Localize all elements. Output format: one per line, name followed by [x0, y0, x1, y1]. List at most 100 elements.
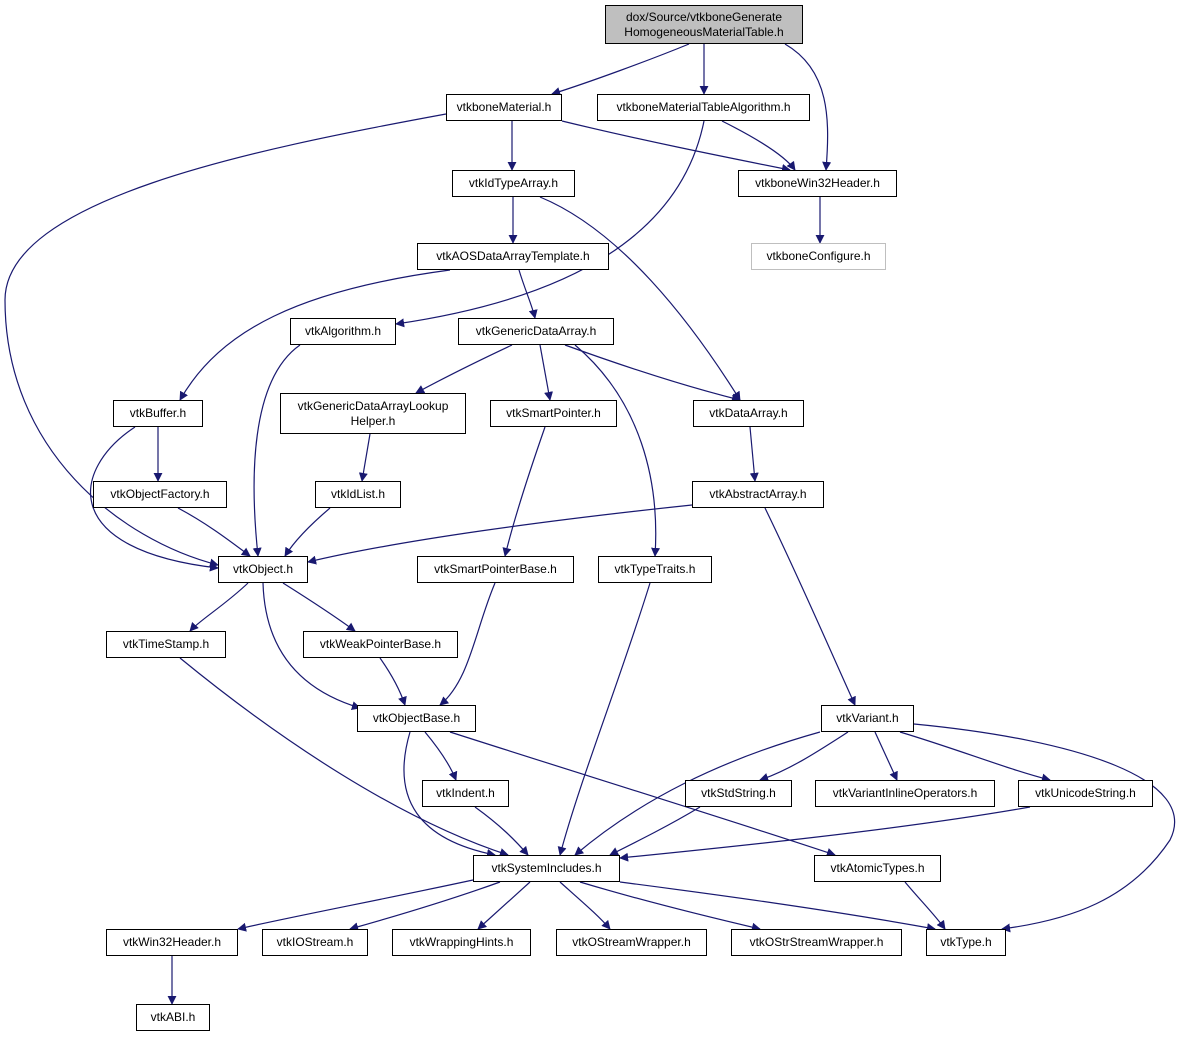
- edge-vtkTimeStamp-to-vtkSystemIncludes: [179, 657, 509, 857]
- node-label: vtkSmartPointerBase.h: [434, 562, 557, 576]
- node-vtkUnicodeString[interactable]: vtkUnicodeString.h: [1018, 780, 1153, 807]
- edge-vtkGenericDataArray-to-vtkTypeTraits: [574, 344, 661, 557]
- node-vtkObject[interactable]: vtkObject.h: [218, 556, 308, 583]
- node-vtkboneWin32Header[interactable]: vtkboneWin32Header.h: [738, 170, 897, 197]
- edge-vtkAbstractArray-to-vtkObject: [307, 504, 693, 565]
- edge-vtkObjectFactory-to-vtkObject: [177, 507, 251, 557]
- node-vtkAOSDataArrayTemplate[interactable]: vtkAOSDataArrayTemplate.h: [417, 243, 609, 270]
- edge-vtkObject-to-vtkWeakPointerBase: [282, 582, 356, 632]
- node-vtkVariant[interactable]: vtkVariant.h: [821, 705, 914, 732]
- node-vtkIdList[interactable]: vtkIdList.h: [315, 481, 401, 508]
- node-vtkVariantInlineOperators[interactable]: vtkVariantInlineOperators.h: [815, 780, 995, 807]
- node-vtkSmartPointer[interactable]: vtkSmartPointer.h: [490, 400, 617, 427]
- edge-vtkSmartPointer-to-vtkSmartPointerBase: [502, 426, 546, 557]
- node-label: vtkUnicodeString.h: [1035, 786, 1136, 800]
- edge-vtkWeakPointerBase-to-vtkObjectBase: [379, 657, 407, 706]
- node-vtkboneConfigure: vtkboneConfigure.h: [751, 243, 886, 270]
- edge-vtkGenericDataArray-to-vtkDataArray: [564, 344, 741, 403]
- node-label: vtkIOStream.h: [276, 935, 354, 949]
- edge-vtkSystemIncludes-to-vtkOStreamWrapper: [559, 881, 611, 930]
- node-label: vtkOStrStreamWrapper.h: [749, 935, 884, 949]
- edge-vtkAlgorithm-to-vtkObject: [252, 344, 301, 557]
- node-vtkBuffer[interactable]: vtkBuffer.h: [113, 400, 203, 427]
- node-label: vtkObjectBase.h: [372, 711, 461, 725]
- node-label: vtkVariant.h: [836, 711, 899, 725]
- node-vtkStdString[interactable]: vtkStdString.h: [685, 780, 792, 807]
- node-vtkABI[interactable]: vtkABI.h: [136, 1004, 210, 1031]
- node-vtkWin32Header[interactable]: vtkWin32Header.h: [106, 929, 238, 956]
- edge-vtkGenericDataArrayLookupHelper-to-vtkIdList: [358, 433, 371, 482]
- node-label: vtkBuffer.h: [129, 406, 187, 420]
- node-label: vtkABI.h: [150, 1010, 196, 1024]
- node-label: vtkWin32Header.h: [122, 935, 222, 949]
- edge-vtkGenericDataArray-to-vtkSmartPointer: [539, 344, 553, 401]
- node-vtkAlgorithm[interactable]: vtkAlgorithm.h: [290, 318, 396, 345]
- edge-vtkSystemIncludes-to-vtkWrappingHints: [477, 881, 531, 930]
- node-label: vtkWeakPointerBase.h: [319, 637, 442, 651]
- node-vtkboneMaterialTableAlgorithm[interactable]: vtkboneMaterialTableAlgorithm.h: [597, 94, 810, 121]
- node-vtkOStreamWrapper[interactable]: vtkOStreamWrapper.h: [556, 929, 707, 956]
- node-label: vtkObject.h: [232, 562, 294, 576]
- edge-vtkSystemIncludes-to-vtkIOStream: [349, 881, 501, 932]
- node-vtkIdTypeArray[interactable]: vtkIdTypeArray.h: [452, 170, 575, 197]
- node-vtkIndent[interactable]: vtkIndent.h: [422, 780, 509, 807]
- node-vtkWeakPointerBase[interactable]: vtkWeakPointerBase.h: [303, 631, 458, 658]
- node-label: vtkAtomicTypes.h: [830, 861, 925, 875]
- edge-vtkObject-to-vtkObjectBase: [262, 582, 361, 710]
- edge-vtkboneMaterial-to-vtkboneWin32Header: [561, 120, 791, 173]
- node-label: vtkDataArray.h: [709, 406, 788, 420]
- edge-vtkboneMaterialTableAlgorithm-to-vtkboneWin32Header: [721, 120, 796, 171]
- node-vtkSmartPointerBase[interactable]: vtkSmartPointerBase.h: [417, 556, 574, 583]
- node-vtkObjectFactory[interactable]: vtkObjectFactory.h: [93, 481, 227, 508]
- node-vtkWrappingHints[interactable]: vtkWrappingHints.h: [392, 929, 531, 956]
- node-label: vtkboneWin32Header.h: [755, 176, 880, 190]
- node-label: vtkSmartPointer.h: [506, 406, 601, 420]
- node-label: vtkIndent.h: [436, 786, 495, 800]
- edge-vtkSystemIncludes-to-vtkType: [619, 881, 936, 932]
- node-label: vtkVariantInlineOperators.h: [832, 786, 978, 800]
- node-label: vtkAbstractArray.h: [709, 487, 807, 501]
- node-vtkTimeStamp[interactable]: vtkTimeStamp.h: [106, 631, 226, 658]
- node-label: vtkSystemIncludes.h: [491, 861, 602, 875]
- edge-vtkObjectBase-to-vtkIndent: [424, 731, 458, 781]
- edge-vtkStdString-to-vtkSystemIncludes: [609, 806, 701, 856]
- edge-vtkAOSDataArrayTemplate-to-vtkGenericDataArray: [518, 269, 538, 319]
- edge-vtkObject-to-vtkTimeStamp: [189, 582, 249, 632]
- node-vtkOStrStreamWrapper[interactable]: vtkOStrStreamWrapper.h: [731, 929, 902, 956]
- node-vtkIOStream[interactable]: vtkIOStream.h: [262, 929, 368, 956]
- node-vtkboneMaterial[interactable]: vtkboneMaterial.h: [446, 94, 562, 121]
- edge-vtkAOSDataArrayTemplate-to-vtkBuffer: [179, 269, 451, 401]
- node-label: vtkboneMaterial.h: [456, 100, 552, 114]
- node-vtkGenericDataArray[interactable]: vtkGenericDataArray.h: [458, 318, 614, 345]
- edge-vtkUnicodeString-to-vtkSystemIncludes: [619, 806, 1031, 862]
- node-vtkAbstractArray[interactable]: vtkAbstractArray.h: [692, 481, 824, 508]
- node-vtkType[interactable]: vtkType.h: [926, 929, 1006, 956]
- edge-vtkVariant-to-vtkType: [913, 723, 1176, 933]
- node-vtkObjectBase[interactable]: vtkObjectBase.h: [357, 705, 476, 732]
- edge-vtkVariant-to-vtkStdString: [759, 731, 849, 782]
- node-label: dox/Source/vtkboneGenerate: [625, 9, 783, 24]
- edge-vtkVariant-to-vtkSystemIncludes: [574, 731, 821, 856]
- node-vtkDataArray[interactable]: vtkDataArray.h: [693, 400, 804, 427]
- node-label: vtkType.h: [940, 935, 992, 949]
- node-vtkSystemIncludes[interactable]: vtkSystemIncludes.h: [473, 855, 620, 882]
- edge-root-to-vtkboneWin32Header: [784, 43, 832, 171]
- node-vtkAtomicTypes[interactable]: vtkAtomicTypes.h: [814, 855, 941, 882]
- edge-vtkIdTypeArray-to-vtkDataArray: [539, 196, 741, 401]
- node-label: vtkAOSDataArrayTemplate.h: [436, 249, 590, 263]
- edge-vtkVariant-to-vtkVariantInlineOperators: [874, 731, 898, 781]
- node-vtkTypeTraits[interactable]: vtkTypeTraits.h: [598, 556, 712, 583]
- edge-vtkSystemIncludes-to-vtkWin32Header: [237, 879, 474, 932]
- node-label: vtkTimeStamp.h: [122, 637, 210, 651]
- node-label: vtkAlgorithm.h: [304, 324, 382, 338]
- edge-vtkGenericDataArray-to-vtkGenericDataArrayLookupHelper: [415, 344, 513, 394]
- node-label: vtkObjectFactory.h: [110, 487, 210, 501]
- edge-vtkVariant-to-vtkUnicodeString: [899, 731, 1051, 783]
- node-label: vtkGenericDataArrayLookup: [297, 398, 449, 413]
- edge-root-to-vtkboneMaterial: [551, 43, 690, 96]
- node-label: vtkWrappingHints.h: [409, 935, 514, 949]
- edge-vtkIdList-to-vtkObject: [284, 507, 331, 557]
- edge-vtkboneMaterialTableAlgorithm-to-vtkAlgorithm: [395, 120, 705, 328]
